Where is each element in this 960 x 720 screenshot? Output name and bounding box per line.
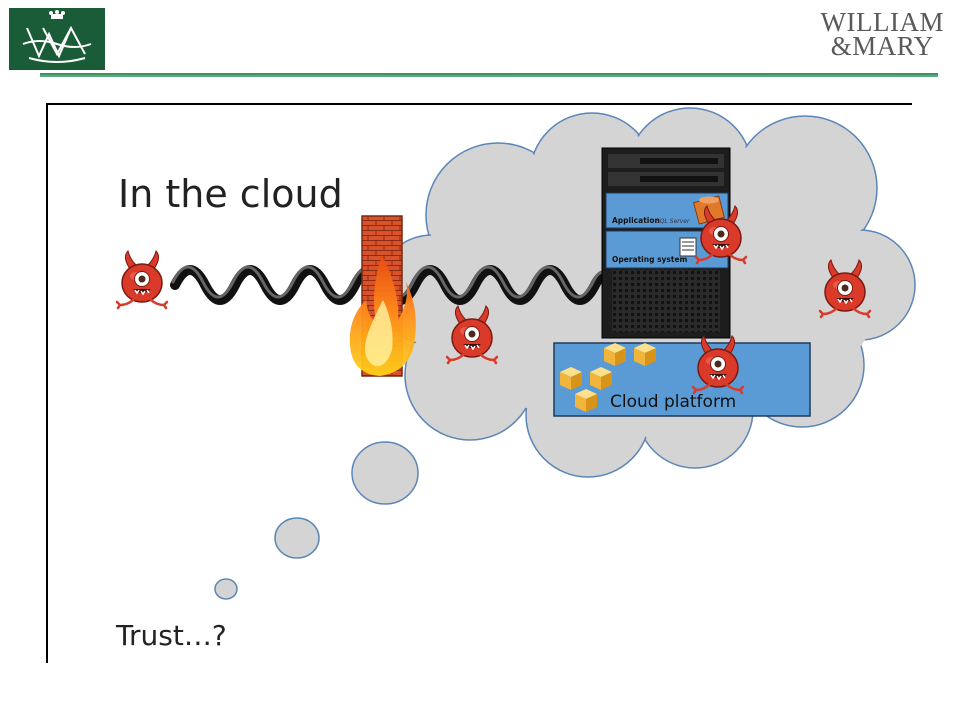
cloud-platform-label: Cloud platform <box>610 392 736 412</box>
attacker-monster-icon <box>115 249 169 310</box>
sql-server-label: SQL Server <box>656 218 690 225</box>
william-mary-wordmark: WILLIAM &MARY <box>820 7 944 61</box>
header-divider <box>40 73 938 77</box>
cypher-crest-icon <box>22 10 92 63</box>
firewall-icon <box>349 215 416 377</box>
slide-frame <box>46 103 912 663</box>
trust-text: Trust…? <box>115 619 227 652</box>
os-window-icon <box>679 237 697 257</box>
wordmark-line1: WILLIAM <box>820 7 944 37</box>
application-label: Application <box>612 216 660 225</box>
thought-bubbles <box>214 441 419 600</box>
cloud-platform-box: Cloud platform <box>553 342 811 417</box>
william-mary-crest-logo <box>9 8 105 70</box>
slide-title: In the cloud <box>118 172 343 216</box>
wordmark-line2: &MARY <box>830 31 934 61</box>
operating-system-label: Operating system <box>612 255 688 264</box>
